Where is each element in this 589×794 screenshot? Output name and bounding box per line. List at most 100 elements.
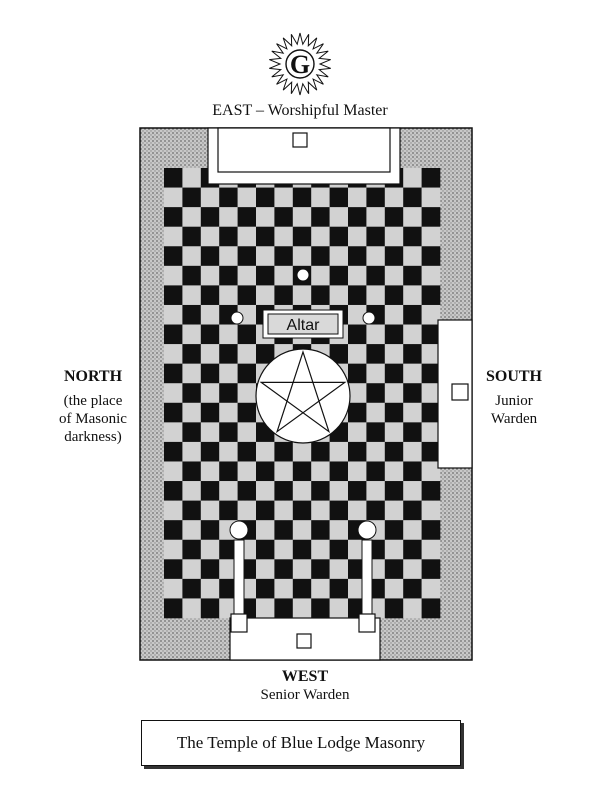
floor-square-dark (274, 441, 294, 462)
floor-square-light (311, 500, 330, 521)
floor-square-dark (292, 187, 312, 208)
floor-square-light (256, 207, 275, 227)
floor-square-dark (219, 344, 238, 364)
floor-square-light (219, 559, 238, 580)
floor-square-light (311, 539, 330, 560)
floor-square-light (182, 168, 202, 188)
floor-square-dark (200, 441, 220, 462)
floor-square-dark (164, 402, 183, 423)
floor-square-dark (256, 539, 275, 560)
floor-square-light (164, 344, 183, 364)
floor-square-dark (348, 285, 367, 306)
floor-square-light (329, 441, 349, 462)
floor-square-dark (200, 285, 220, 306)
floor-square-dark (329, 578, 349, 599)
floor-square-dark (237, 481, 257, 501)
floor-square-light (421, 422, 441, 443)
floor-square-dark (292, 500, 312, 521)
floor-square-light (274, 187, 294, 208)
floor-square-dark (421, 324, 441, 345)
floor-square-dark (182, 383, 202, 404)
floor-square-dark (164, 559, 183, 580)
floor-square-dark (164, 441, 183, 462)
floor-square-light (200, 461, 220, 482)
floor-square-light (384, 578, 404, 599)
floor-square-light (421, 461, 441, 482)
floor-square-dark (403, 422, 422, 443)
floor-square-dark (421, 559, 441, 580)
floor-square-light (237, 344, 257, 364)
floor-square-dark (274, 520, 294, 541)
floor-square-light (164, 461, 183, 482)
floor-square-light (256, 285, 275, 306)
floor-square-dark (164, 246, 183, 267)
floor-square-light (384, 422, 404, 443)
floor-square-dark (348, 402, 367, 423)
floor-square-light (348, 226, 367, 247)
floor-square-dark (182, 265, 202, 286)
floor-square-light (329, 520, 349, 541)
floor-square-dark (256, 344, 275, 364)
floor-square-dark (292, 461, 312, 482)
floor-square-light (311, 187, 330, 208)
floor-square-light (384, 383, 404, 404)
floor-square-light (237, 461, 257, 482)
junior-warden-seat (451, 383, 469, 401)
floor-square-light (403, 285, 422, 306)
floor-square-dark (274, 246, 294, 267)
floor-square-dark (182, 187, 202, 208)
floor-square-light (292, 207, 312, 227)
floor-square-light (366, 246, 386, 267)
lesser-light-east (296, 268, 310, 282)
floor-square-dark (384, 363, 404, 384)
floor-square-dark (256, 226, 275, 247)
floor-square-light (366, 324, 386, 345)
floor-square-light (219, 285, 238, 306)
floor-square-light (329, 285, 349, 306)
floor-square-dark (366, 383, 386, 404)
floor-square-light (274, 539, 294, 560)
floor-square-light (384, 539, 404, 560)
floor-square-dark (200, 481, 220, 501)
floor-square-dark (403, 461, 422, 482)
floor-square-light (384, 187, 404, 208)
floor-square-dark (274, 481, 294, 501)
floor-square-dark (182, 461, 202, 482)
floor-square-dark (329, 500, 349, 521)
altar: Altar (262, 309, 344, 339)
floor-square-dark (274, 285, 294, 306)
floor-square-light (403, 402, 422, 423)
floor-square-light (164, 578, 183, 599)
floor-square-light (348, 304, 367, 325)
floor-square-light (292, 246, 312, 267)
floor-square-dark (421, 481, 441, 501)
floor-square-light (219, 246, 238, 267)
floor-square-light (403, 207, 422, 227)
floor-square-dark (421, 168, 441, 188)
floor-square-light (348, 383, 367, 404)
pentagram-star (259, 350, 347, 434)
floor-square-light (182, 207, 202, 227)
floor-square-dark (421, 520, 441, 541)
floor-square-light (219, 598, 238, 619)
west-label: WEST (281, 668, 329, 685)
emblem-disc (285, 49, 315, 79)
floor-square-dark (384, 441, 404, 462)
floor-square-light (384, 265, 404, 286)
floor-square-dark (366, 226, 386, 247)
floor-square-dark (237, 324, 257, 345)
floor-square-dark (403, 383, 422, 404)
altar-label: Altar (287, 317, 321, 334)
floor-square-dark (219, 226, 238, 247)
floor-square-light (182, 598, 202, 619)
floor-square-dark (421, 285, 441, 306)
pillar-left (229, 520, 249, 633)
floor-square-light (403, 520, 422, 541)
floor-square-dark (366, 187, 386, 208)
floor-square-light (200, 226, 220, 247)
floor-square-light (311, 265, 330, 286)
floor-square-light (311, 226, 330, 247)
caption-text: The Temple of Blue Lodge Masonry (176, 733, 426, 752)
floor-square-light (421, 578, 441, 599)
floor-square-dark (403, 344, 422, 364)
